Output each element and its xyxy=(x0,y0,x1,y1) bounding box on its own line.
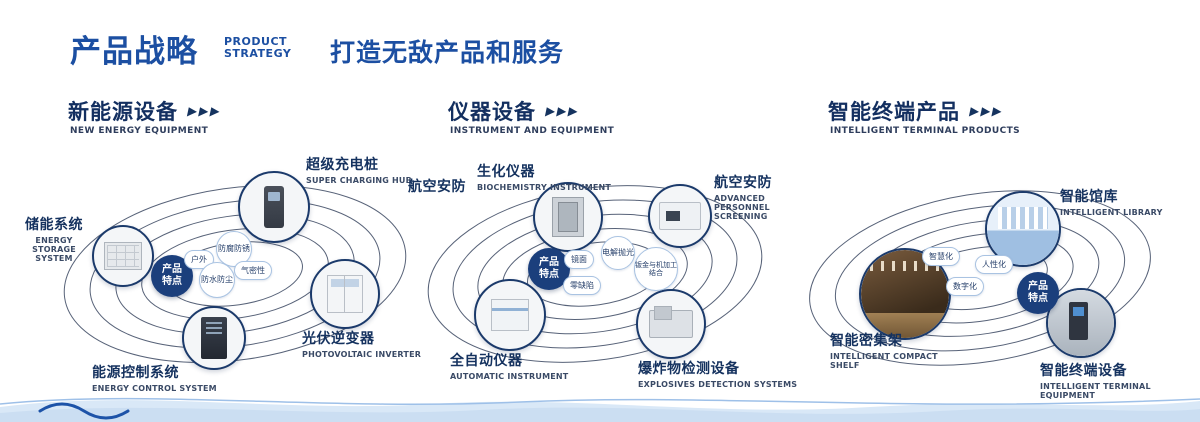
feature-bubble: 数字化 xyxy=(946,277,984,296)
slogan: 打造无敌产品和服务 xyxy=(330,38,565,67)
explosives-detection-image xyxy=(636,289,706,359)
section-header-intelligent: 智能终端产品 ▶▶▶ xyxy=(828,96,1006,126)
energy-control-image xyxy=(182,306,246,370)
section-subtitle: NEW ENERGY EQUIPMENT xyxy=(70,126,209,136)
automatic-instrument-label: 全自动仪器 AUTOMATIC INSTRUMENT xyxy=(450,353,569,381)
super-charging-hub-image xyxy=(238,171,310,243)
product-features-badge: 产品特点 xyxy=(1017,272,1059,314)
charging-pile-icon xyxy=(264,186,284,228)
feature-bubble: 镜面 xyxy=(564,250,594,269)
triple-arrow-icon: ▶▶▶ xyxy=(186,104,224,118)
aviation-security-side-label: 航空安防 xyxy=(408,179,466,195)
page-subtitle: PRODUCT STRATEGY xyxy=(224,35,292,61)
storage-cabinet-icon xyxy=(104,242,142,270)
intelligent-library-image xyxy=(985,191,1061,267)
section-title: 智能终端产品 xyxy=(828,100,960,124)
feature-bubble: 气密性 xyxy=(234,261,272,280)
subtitle-line1: PRODUCT xyxy=(224,35,288,48)
bottom-wave-decoration xyxy=(0,397,1200,422)
kiosk-photo xyxy=(1048,290,1114,356)
inverter-cabinet-icon xyxy=(327,275,363,313)
automatic-instrument-image xyxy=(474,279,546,351)
super-charging-hub-label: 超级充电桩 SUPER CHARGING HUB xyxy=(306,157,412,185)
personnel-screening-image xyxy=(648,184,712,248)
product-features-badge: 产品特点 xyxy=(151,255,193,297)
photovoltaic-inverter-label: 光伏逆变器 PHOTOVOLTAIC INVERTER xyxy=(302,331,422,359)
feature-bubble: 零缺陷 xyxy=(563,276,601,295)
section-title: 新能源设备 xyxy=(68,100,178,124)
orbit-rings-intelligent xyxy=(809,190,1151,366)
photovoltaic-inverter-image xyxy=(310,259,380,329)
page-title: 产品战略 xyxy=(70,34,198,70)
feature-bubble: 人性化 xyxy=(975,255,1013,274)
intelligent-terminal-image xyxy=(1046,288,1116,358)
auto-instrument-icon xyxy=(491,299,529,331)
energy-storage-image xyxy=(92,225,154,287)
triple-arrow-icon: ▶▶▶ xyxy=(544,104,582,118)
biochem-cabinet-icon xyxy=(552,197,584,237)
feature-bubble: 电解抛光 xyxy=(601,236,635,270)
library-photo xyxy=(987,193,1059,265)
section-title: 仪器设备 xyxy=(448,100,536,124)
energy-storage-label: 储能系统 ENERGY STORAGE SYSTEM xyxy=(25,217,83,263)
explosives-detection-label: 爆炸物检测设备 EXPLOSIVES DETECTION SYSTEMS xyxy=(638,361,798,389)
subtitle-line2: STRATEGY xyxy=(224,47,292,61)
detector-machine-icon xyxy=(649,306,693,338)
section-subtitle: INTELLIGENT TERMINAL PRODUCTS xyxy=(830,126,1020,136)
intelligent-terminal-label: 智能终端设备 INTELLIGENT TERMINAL EQUIPMENT xyxy=(1040,363,1151,400)
control-cabinet-icon xyxy=(201,317,227,359)
section-header-instrument: 仪器设备 ▶▶▶ xyxy=(448,96,582,126)
feature-bubble: 防水防尘 xyxy=(199,262,235,298)
intelligent-library-label: 智能馆库 INTELLIGENT LIBRARY xyxy=(1060,189,1163,217)
section-header-new-energy: 新能源设备 ▶▶▶ xyxy=(68,96,224,126)
screening-machine-icon xyxy=(659,202,701,230)
energy-control-label: 能源控制系统 ENERGY CONTROL SYSTEM xyxy=(92,365,217,393)
personnel-screening-label: 航空安防 ADVANCED PERSONNEL SCREENING xyxy=(714,175,772,221)
section-subtitle: INSTRUMENT AND EQUIPMENT xyxy=(450,126,615,136)
feature-bubble: 智慧化 xyxy=(922,247,960,266)
biochemistry-instrument-image xyxy=(533,182,603,252)
compact-shelf-label: 智能密集架 INTELLIGENT COMPACT SHELF xyxy=(830,333,938,370)
triple-arrow-icon: ▶▶▶ xyxy=(968,104,1006,118)
feature-bubble: 钣金与机加工结合 xyxy=(634,247,678,291)
biochemistry-instrument-label: 生化仪器 BIOCHEMISTRY INSTRUMENT xyxy=(477,164,612,192)
